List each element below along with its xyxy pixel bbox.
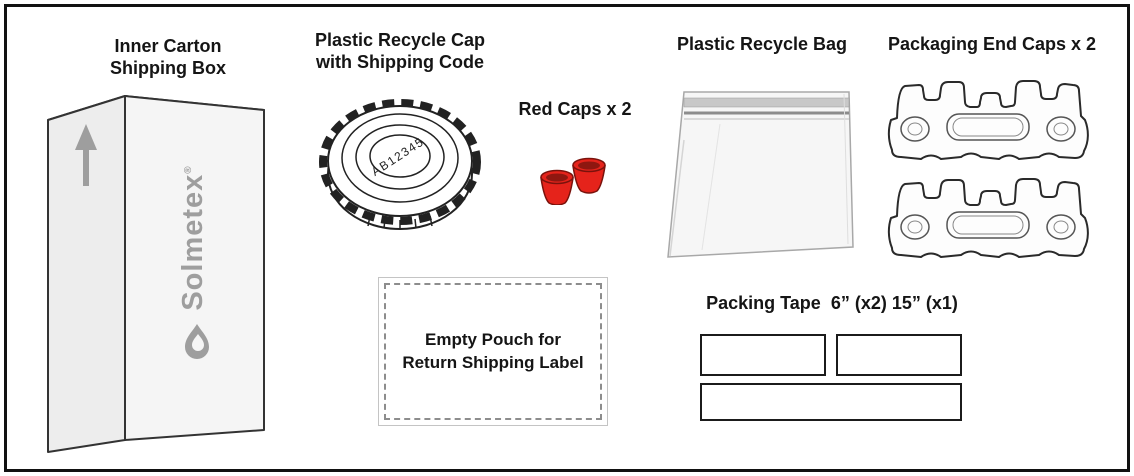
empty-pouch-dashed-area: Empty Pouch for Return Shipping Label [384,283,602,420]
shipping-box-label: Inner Carton Shipping Box [110,36,226,78]
red-caps-label: Red Caps x 2 [518,99,632,119]
packing-tape-strip-6in-1 [700,334,826,376]
end-caps-label: Packaging End Caps x 2 [887,34,1097,54]
bag-fold-crease [669,139,685,257]
end-caps-graphic [887,80,1089,258]
red-caps-graphic [540,157,606,205]
brand-wordmark: Solmetex [177,174,209,311]
packing-tape-strip-6in-2 [836,334,962,376]
recycle-bag-label: Plastic Recycle Bag [676,34,848,54]
end-cap-bottom [887,178,1089,258]
bag-right-fold [843,93,849,245]
recycle-cap-graphic: AB12345 [319,99,481,230]
box-front-face [124,95,265,441]
cap-gear-edge [319,99,481,225]
cap-center-disc [369,134,431,178]
packing-tape-label: Packing Tape 6” (x2) 15” (x1) [706,293,958,313]
brand-registered-mark: ® [183,165,194,173]
droplet-icon [185,324,209,359]
red-cap-front [540,169,574,205]
bag-sheen-line [701,123,721,251]
recycle-bag-graphic [667,91,854,258]
red-cap-back [572,157,606,194]
packing-tape-strip-15in [700,383,962,421]
up-arrow-icon [75,124,97,186]
bag-zipper-band [683,97,850,108]
shipping-box-graphic: Solmetex® [47,95,265,453]
bag-body [667,91,854,258]
recycle-cap-label: Plastic Recycle Cap with Shipping Code [314,30,486,72]
empty-pouch: Empty Pouch for Return Shipping Label [378,277,608,426]
brand-text: Solmetex® [177,165,209,310]
empty-pouch-label: Empty Pouch for Return Shipping Label [402,330,584,372]
end-cap-top [887,80,1089,160]
